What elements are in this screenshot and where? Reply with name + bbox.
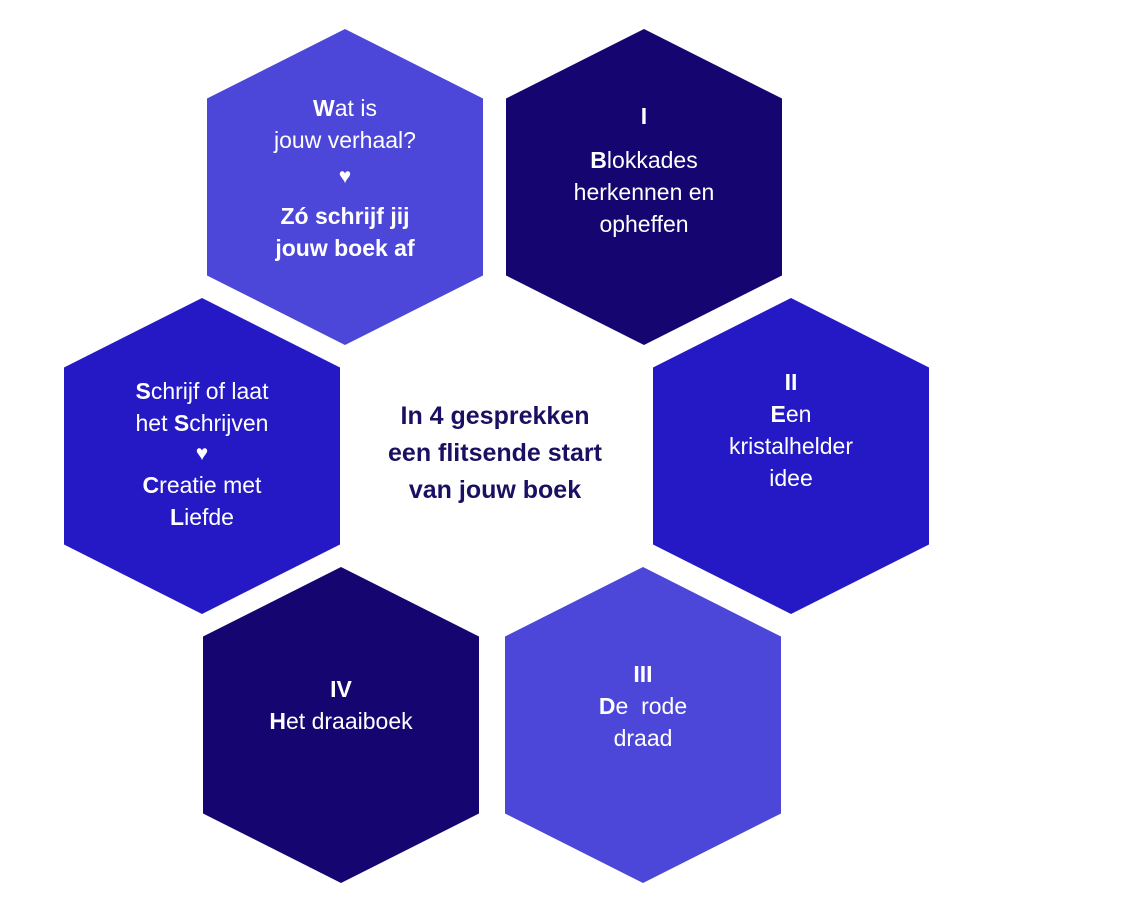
hex-wat-is-jouw-verhaal: Wat is jouw verhaal? ♥ Zó schrijf jij jo… (207, 29, 483, 345)
hex-het-draaiboek-text: IV Het draaiboek (203, 673, 479, 737)
hex-line: het (135, 410, 174, 436)
heart-icon: ♥ (195, 442, 209, 465)
hex-blokkades: I Blokkades herkennen en opheffen (506, 29, 782, 345)
center-title-line: een flitsende start (388, 439, 602, 467)
hex-line: at is (334, 95, 377, 121)
hex-line: reatie met (159, 472, 262, 498)
initial-letter: H (269, 708, 287, 734)
initial-letter: S (173, 410, 190, 436)
initial-letter: W (313, 95, 335, 121)
hex-line: opheffen (599, 211, 689, 237)
hex-schrijf-of-laat: Schrijf of laat het Schrijven ♥ Creatie … (64, 298, 340, 614)
roman-numeral: IV (330, 676, 352, 702)
hex-line: chrijf of laat (150, 378, 269, 404)
roman-numeral: II (784, 369, 798, 395)
hex-line: idee (769, 465, 813, 491)
hex-kristalhelder-idee-text: II Een kristalhelder idee (653, 366, 929, 494)
hex-line: herkennen en (573, 179, 715, 205)
initial-letter: B (590, 147, 607, 173)
initial-letter: D (598, 693, 616, 719)
roman-numeral: I (640, 103, 648, 129)
hex-line: et draaiboek (286, 708, 413, 734)
hex-line: lokkades (606, 147, 698, 173)
roman-numeral: III (633, 661, 653, 687)
initial-letter: C (142, 472, 160, 498)
heart-icon: ♥ (338, 165, 352, 188)
hex-line: kristalhelder (729, 433, 853, 459)
hex-schrijf-of-laat-text: Schrijf of laat het Schrijven ♥ Creatie … (64, 375, 340, 533)
center-title-line: van jouw boek (408, 476, 582, 504)
hex-blokkades-text: I Blokkades herkennen en opheffen (506, 100, 782, 240)
hex-kristalhelder-idee: II Een kristalhelder idee (653, 298, 929, 614)
hex-line: iefde (184, 504, 234, 530)
initial-letter: L (170, 504, 185, 530)
hex-line: chrijven (189, 410, 269, 436)
hex-het-draaiboek: IV Het draaiboek (203, 567, 479, 883)
hex-line: en (785, 401, 812, 427)
center-title-line: In 4 gesprekken (400, 402, 590, 430)
hex-de-rode-draad-text: III De rode draad (505, 658, 781, 754)
hex-line: draad (613, 725, 673, 751)
center-title: In 4 gesprekken een flitsende start van … (345, 398, 645, 509)
hex-wat-is-jouw-verhaal-text: Wat is jouw verhaal? ♥ Zó schrijf jij jo… (207, 92, 483, 264)
hex-bold-line: Zó schrijf jij (280, 203, 410, 229)
initial-letter: E (770, 401, 786, 427)
hex-de-rode-draad: III De rode draad (505, 567, 781, 883)
hex-line: jouw verhaal? (274, 127, 416, 153)
hex-line: e rode (615, 693, 688, 719)
hex-bold-line: jouw boek af (275, 235, 415, 261)
initial-letter: S (135, 378, 151, 404)
